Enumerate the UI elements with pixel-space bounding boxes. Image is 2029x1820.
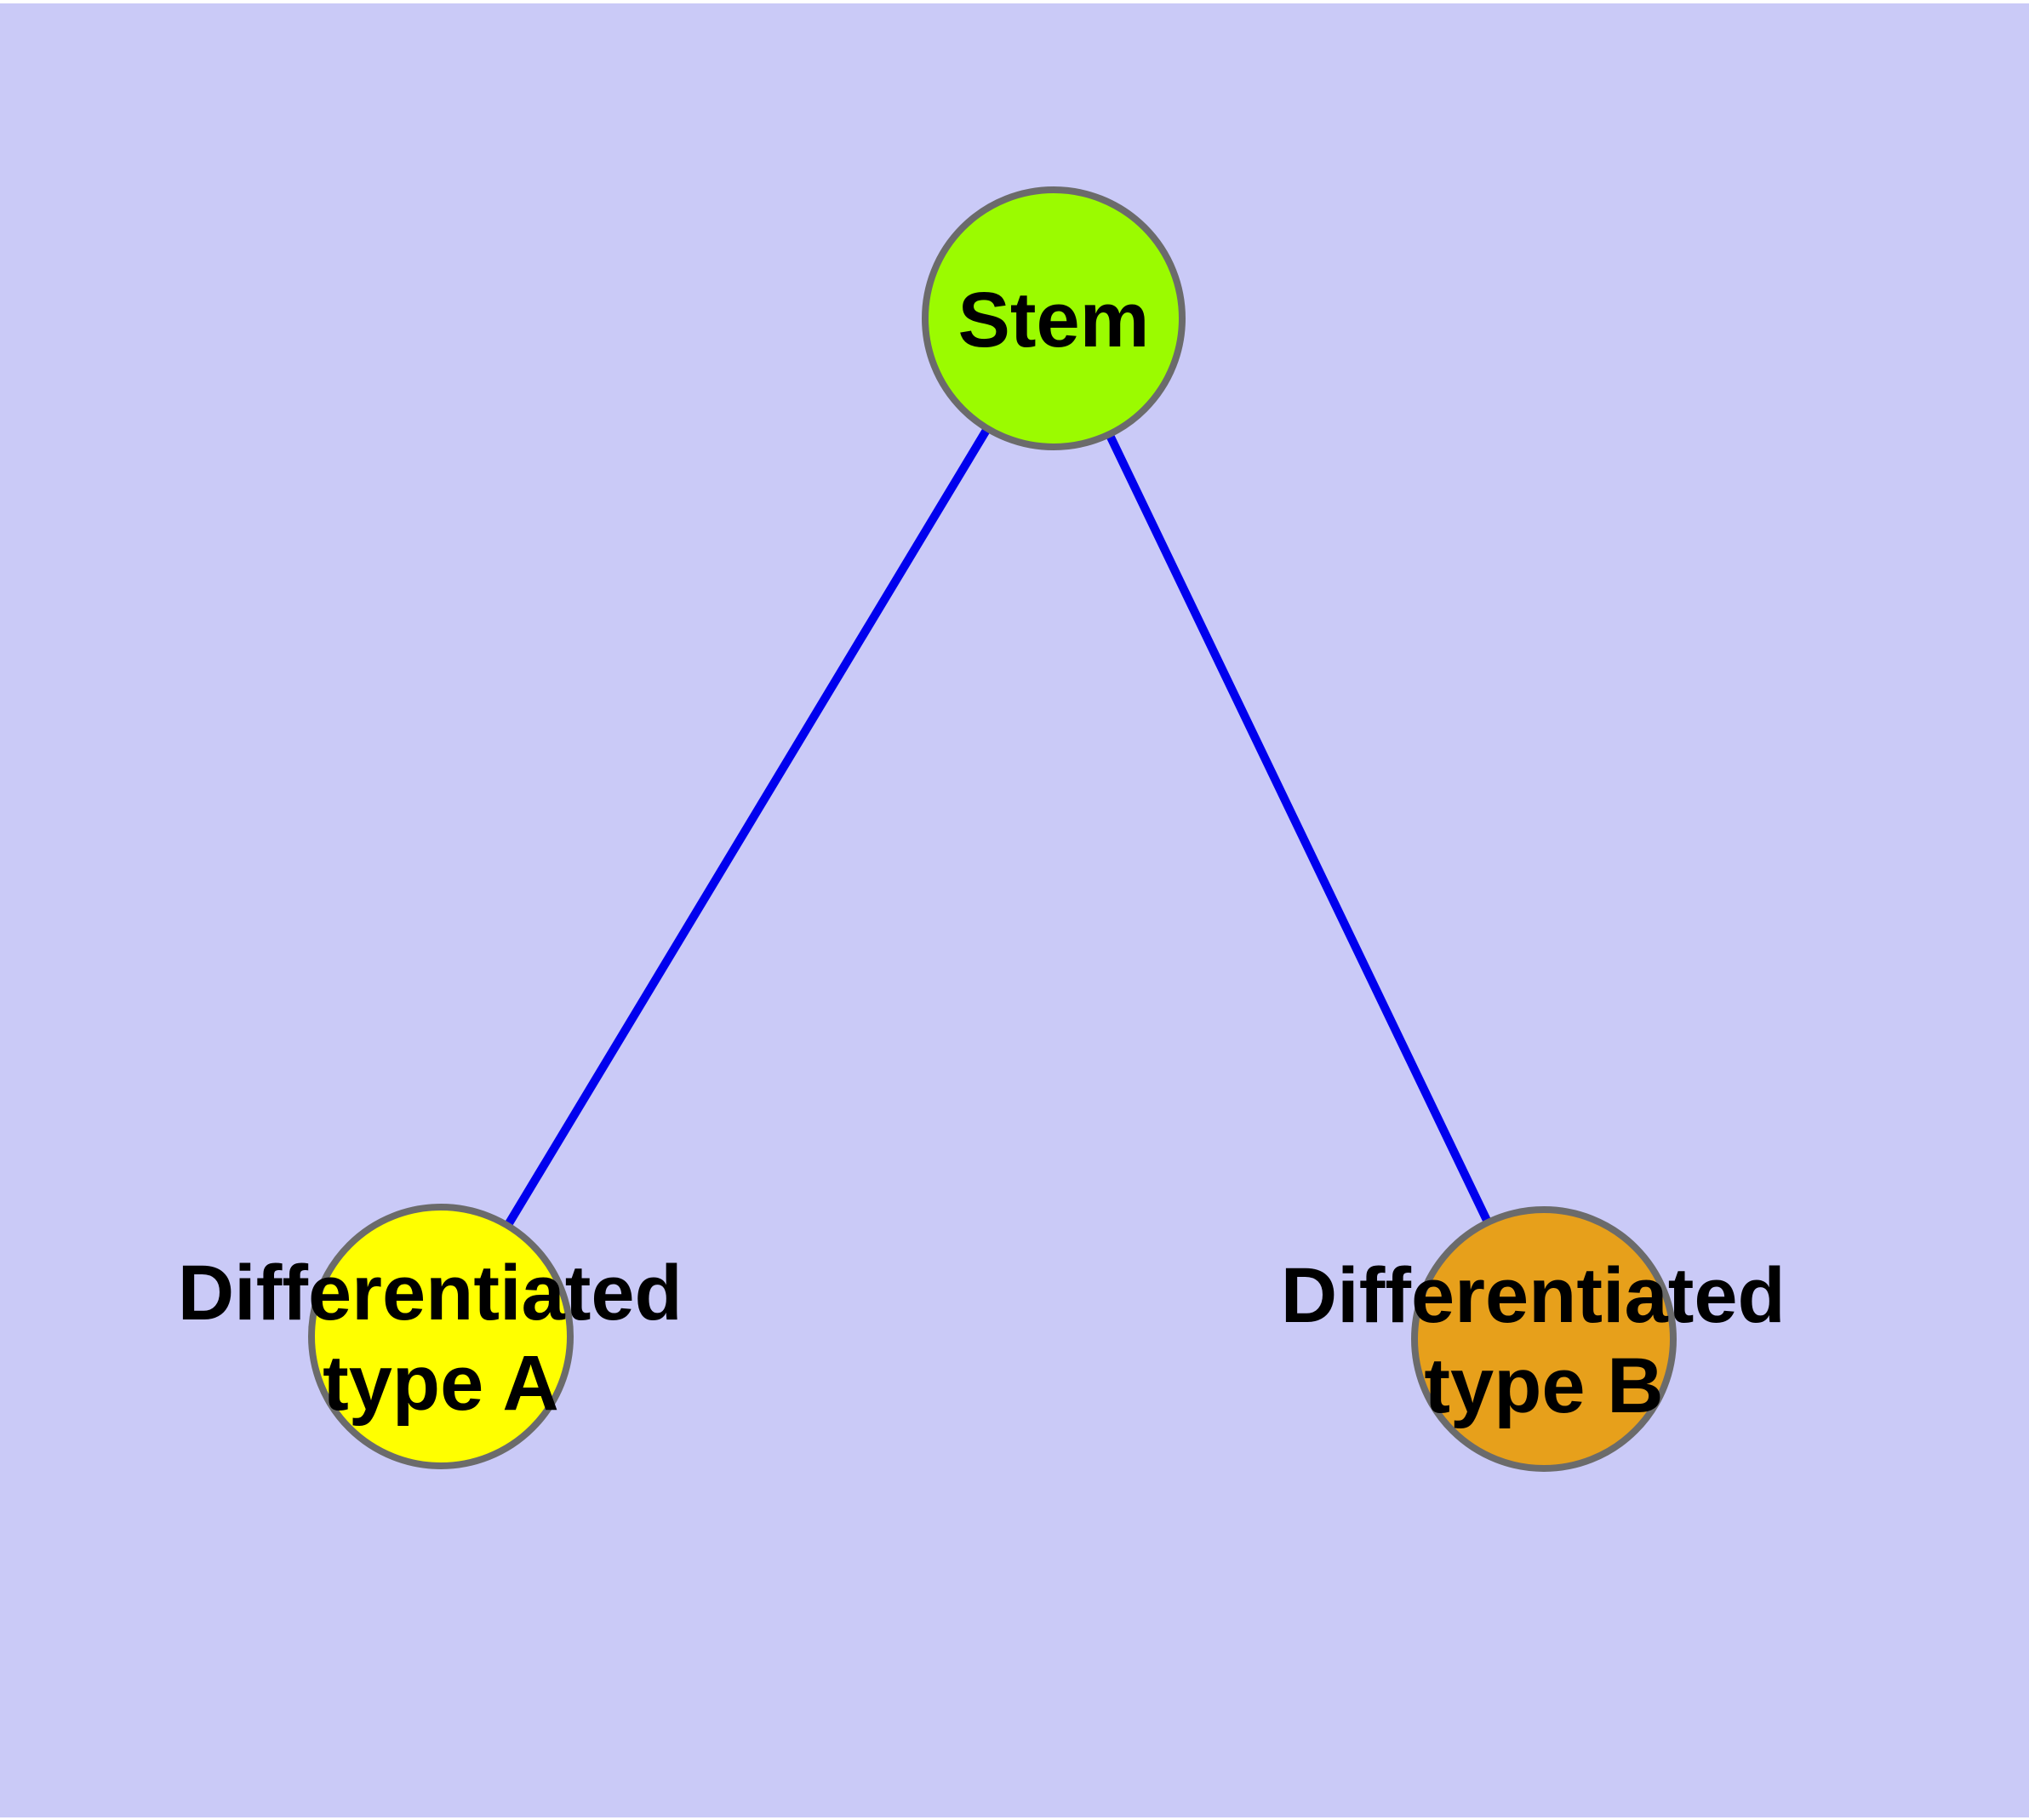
edge-stem-to-type-a	[437, 314, 1058, 1341]
node-stem[interactable]	[922, 186, 1186, 450]
node-type-a-label-line-2: type A	[323, 1340, 559, 1427]
labels: Stem Differentiated type A Differentiate…	[178, 277, 1808, 1429]
node-differentiated-type-b[interactable]	[1411, 1206, 1677, 1472]
edge-stem-to-type-b	[1049, 314, 1548, 1343]
node-type-a-label: Differentiated type A	[178, 1250, 705, 1427]
node-type-b-label-line-2: type B	[1424, 1342, 1663, 1429]
node-type-b-label-line-1: Differentiated	[1281, 1252, 1786, 1339]
node-type-a-label-line-1: Differentiated	[178, 1250, 683, 1336]
node-stem-label: Stem	[958, 277, 1150, 363]
node-type-b-label: Differentiated type B	[1281, 1252, 1808, 1429]
edges	[437, 314, 1548, 1343]
node-differentiated-type-a[interactable]	[308, 1204, 574, 1469]
nodes	[308, 186, 1677, 1472]
